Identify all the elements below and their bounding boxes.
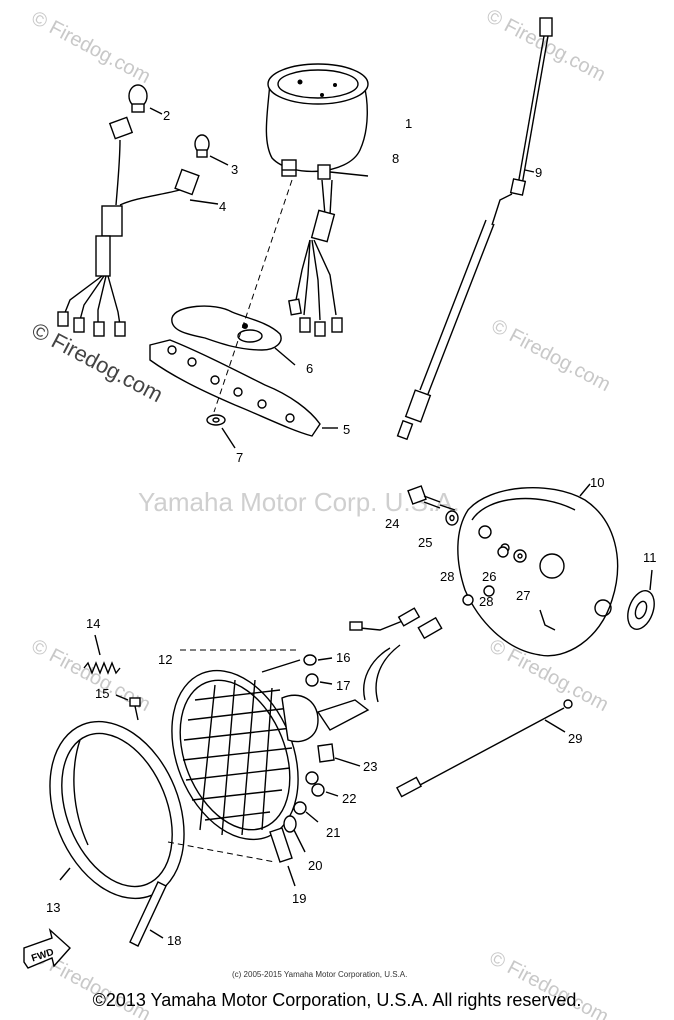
part-1-speedometer[interactable] (265, 63, 369, 180)
callout-numbers: 1 2 3 4 5 6 7 8 9 10 11 12 13 14 15 16 1… (46, 108, 657, 948)
callout-25[interactable]: 25 (418, 535, 432, 550)
speedometer-harness (288, 179, 343, 337)
part-23-bracket[interactable] (317, 743, 361, 767)
part-18-screw[interactable] (129, 881, 167, 947)
callout-16[interactable]: 16 (336, 650, 350, 665)
callout-6[interactable]: 6 (306, 361, 313, 376)
part-19-spacer[interactable] (269, 827, 296, 887)
part-16-nut[interactable] (303, 654, 333, 666)
callout-18[interactable]: 18 (167, 933, 181, 948)
callout-24[interactable]: 24 (385, 516, 399, 531)
callout-23[interactable]: 23 (363, 759, 377, 774)
part-27-nut[interactable] (513, 549, 527, 563)
part-26-nut[interactable] (497, 546, 509, 558)
part-28-nut[interactable] (462, 585, 495, 606)
watermark-firedog-tile: © Firedog.com (28, 7, 154, 88)
part-29-cable[interactable] (395, 699, 573, 798)
part-8-wire[interactable] (329, 171, 369, 177)
part-2-bulb[interactable] (128, 84, 163, 115)
callout-19[interactable]: 19 (292, 891, 306, 906)
callout-26[interactable]: 26 (482, 569, 496, 584)
part-14-spring[interactable] (83, 634, 121, 675)
callout-11[interactable]: 11 (643, 550, 657, 565)
watermark-firedog-tile: © Firedog.com (488, 315, 614, 396)
part-10-headlight-shell[interactable] (457, 483, 619, 657)
part-5-lower-bracket[interactable] (149, 339, 338, 437)
part-17-washer[interactable] (305, 673, 333, 687)
callout-15[interactable]: 15 (95, 686, 109, 701)
callout-4[interactable]: 4 (219, 199, 226, 214)
callout-14[interactable]: 14 (86, 616, 100, 631)
callout-21[interactable]: 21 (326, 825, 340, 840)
callout-8[interactable]: 8 (392, 151, 399, 166)
callout-9[interactable]: 9 (535, 165, 542, 180)
part-15-screw[interactable] (115, 694, 141, 721)
callout-3[interactable]: 3 (231, 162, 238, 177)
part-11-grommet[interactable] (623, 569, 659, 633)
callout-28b[interactable]: 28 (479, 594, 493, 609)
copyright-footer: ©2013 Yamaha Motor Corporation, U.S.A. A… (92, 990, 582, 1010)
part-12-headlight-unit[interactable] (148, 652, 370, 859)
callout-29[interactable]: 29 (568, 731, 582, 746)
callout-1[interactable]: 1 (405, 116, 412, 131)
part-6-bracket[interactable] (171, 305, 296, 366)
headlight-assembly: FWD (23, 483, 659, 969)
part-13-rim[interactable] (25, 701, 209, 918)
speedometer-assembly (57, 17, 553, 449)
part-20-collar[interactable] (283, 815, 306, 853)
part-9-speedometer-cable[interactable] (396, 17, 553, 441)
callout-28[interactable]: 28 (440, 569, 454, 584)
part-21-washer[interactable] (293, 801, 319, 823)
part-7-grommet[interactable] (206, 414, 236, 449)
callout-13[interactable]: 13 (46, 900, 60, 915)
callout-17[interactable]: 17 (336, 678, 350, 693)
callout-2[interactable]: 2 (163, 108, 170, 123)
part-25-washer[interactable] (445, 510, 459, 526)
callout-27[interactable]: 27 (516, 588, 530, 603)
watermark-center-text: Yamaha Motor Corp. U.S.A. (138, 487, 460, 517)
callout-12[interactable]: 12 (158, 652, 172, 667)
part-22-nut[interactable] (305, 771, 339, 797)
part-4-socket-harness[interactable] (57, 116, 219, 337)
callout-5[interactable]: 5 (343, 422, 350, 437)
callout-10[interactable]: 10 (590, 475, 604, 490)
callout-22[interactable]: 22 (342, 791, 356, 806)
small-copyright: (c) 2005-2015 Yamaha Motor Corporation, … (232, 970, 407, 979)
callout-20[interactable]: 20 (308, 858, 322, 873)
part-24-bolt[interactable] (407, 485, 456, 511)
callout-7[interactable]: 7 (236, 450, 243, 465)
headlight-wires (349, 607, 443, 703)
part-3-bulb[interactable] (194, 134, 229, 166)
